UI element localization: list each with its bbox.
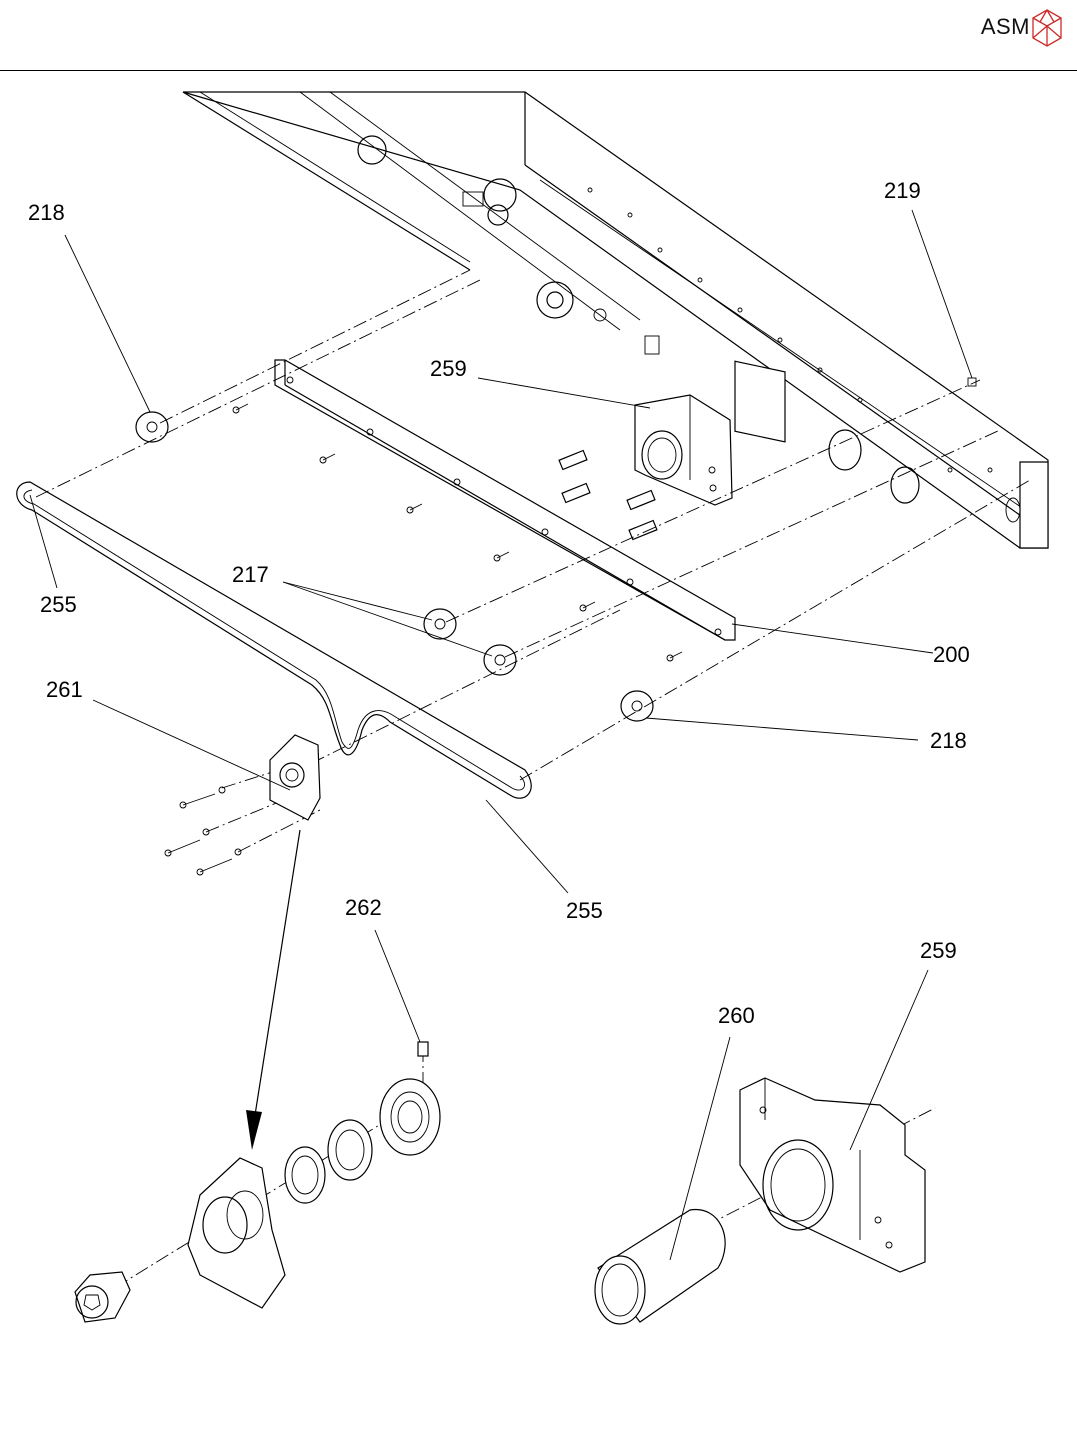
callout-261: 261 — [46, 677, 83, 702]
bearing-block-259 — [740, 1078, 925, 1272]
callout-259-upper: 259 — [430, 356, 467, 381]
callout-262: 262 — [345, 895, 382, 920]
bushing-260 — [595, 1210, 725, 1324]
timing-belt — [17, 482, 531, 798]
pulley-218-right — [621, 691, 653, 721]
pulley-218-left — [136, 412, 168, 442]
callout-255-right: 255 — [566, 898, 603, 923]
callout-218-left: 218 — [28, 200, 65, 225]
callout-219: 219 — [884, 178, 921, 203]
rail-screws — [233, 404, 682, 661]
conveyor-frame — [183, 92, 1048, 548]
callout-217: 217 — [232, 562, 269, 587]
pulley-217-b — [484, 645, 516, 675]
callout-200: 200 — [933, 642, 970, 667]
callout-259-lower: 259 — [920, 938, 957, 963]
pulley-217-a — [424, 609, 456, 639]
upper-bearing-block — [559, 395, 732, 540]
callout-260: 260 — [718, 1003, 755, 1028]
exploded-bearing-set — [75, 830, 440, 1322]
callout-255-left: 255 — [40, 592, 77, 617]
callout-218-right: 218 — [930, 728, 967, 753]
